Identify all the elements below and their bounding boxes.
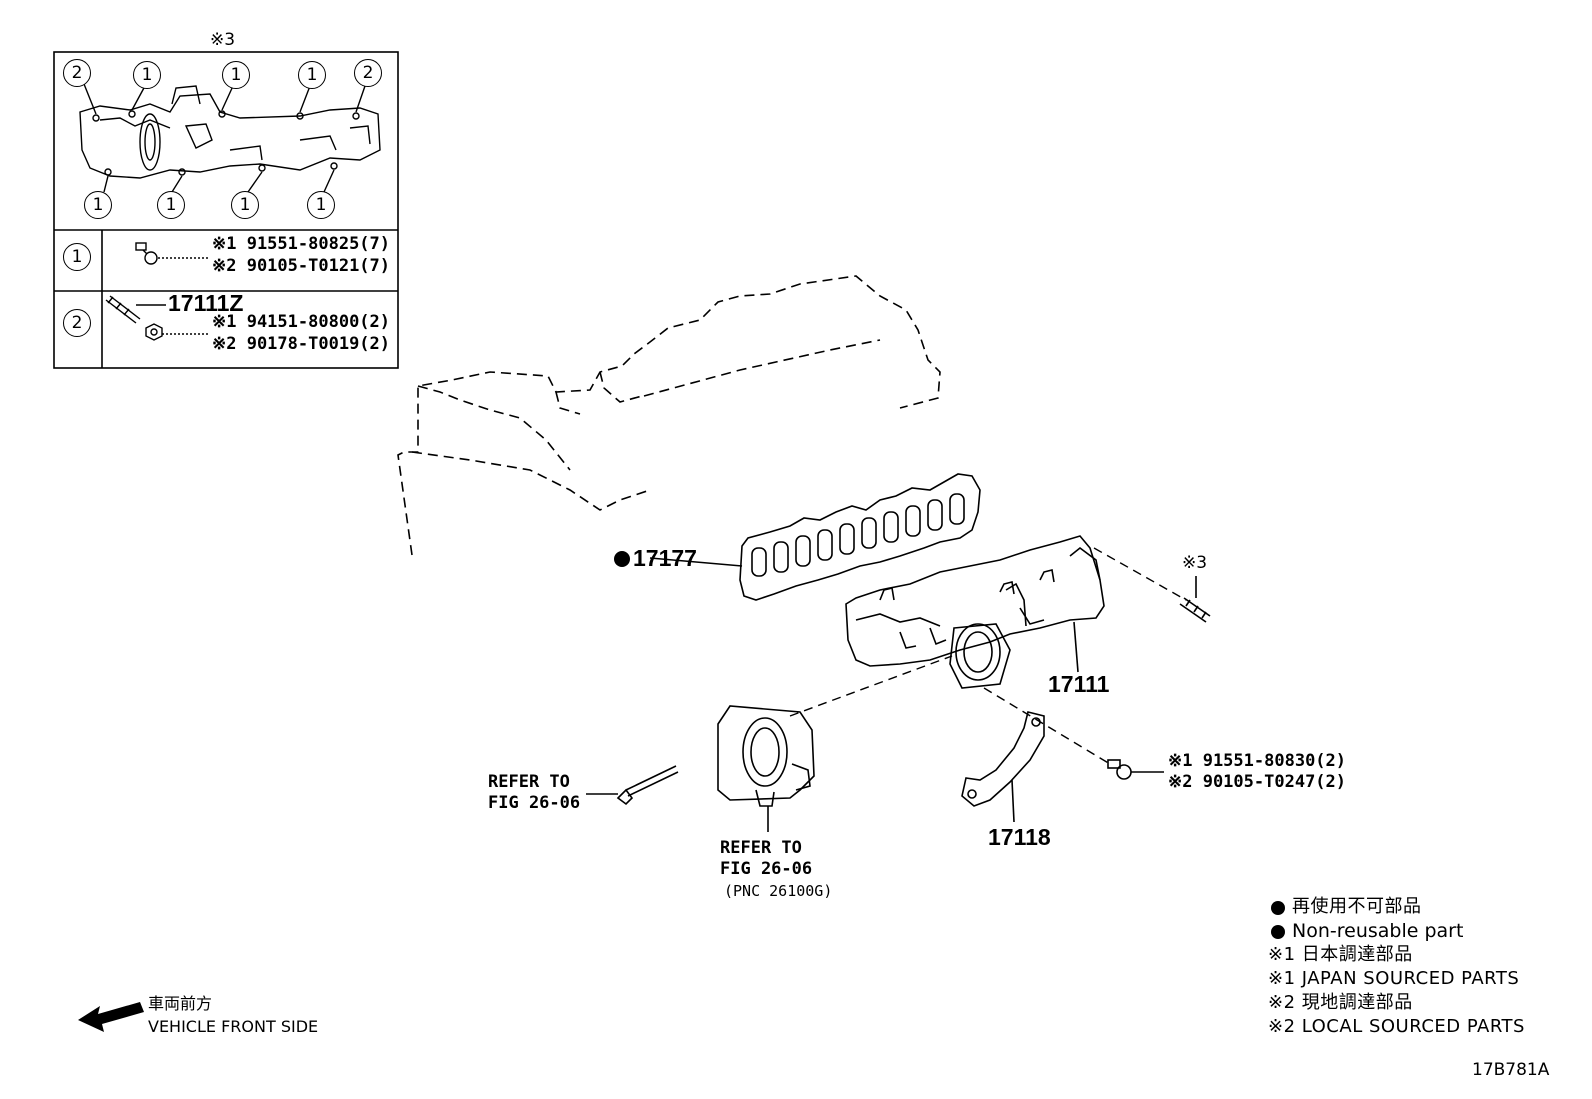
throttle-body-drawing bbox=[717, 705, 815, 832]
legend-item-1: 再使用不可部品 bbox=[1292, 896, 1422, 917]
refer-left-line-1: REFER TO bbox=[488, 772, 570, 792]
refer-bottom-line-1: REFER TO bbox=[720, 838, 802, 858]
inset-table bbox=[53, 51, 399, 369]
legend-item-6: ※2 LOCAL SOURCED PARTS bbox=[1268, 1016, 1525, 1037]
inset-row-2-stud-number: 17111Z bbox=[168, 290, 244, 316]
bolt-icon bbox=[135, 242, 158, 265]
refer-left-line-2: FIG 26-06 bbox=[488, 793, 581, 813]
legend-dot-2 bbox=[1271, 925, 1285, 939]
refer-bottom-line-2: FIG 26-06 bbox=[720, 859, 813, 879]
inset-row-1-key: 1 bbox=[63, 243, 91, 271]
legend-item-2: Non-reusable part bbox=[1292, 920, 1464, 942]
front-arrow-icon bbox=[78, 1002, 144, 1032]
bolt-line-1: ※1 91551-80830(2) bbox=[1168, 751, 1347, 771]
inset-callout-bottom-3: 1 bbox=[231, 191, 259, 219]
long-bolt-drawing bbox=[586, 765, 679, 806]
inset-row-2-line-2: ※2 90178-T0019(2) bbox=[212, 334, 391, 354]
inset-manifold-drawing bbox=[79, 83, 381, 193]
nut-icon bbox=[145, 323, 163, 341]
bracket-part-number: 17118 bbox=[988, 824, 1051, 850]
front-side-jp: 車両前方 bbox=[148, 994, 213, 1013]
inset-callout-bottom-4: 1 bbox=[307, 191, 335, 219]
refer-bottom-line-3: (PNC 26100G) bbox=[724, 882, 833, 900]
legend-dot-1 bbox=[1271, 901, 1285, 915]
bolt-drawing bbox=[1107, 759, 1164, 780]
stud-note-mark: ※3 bbox=[1182, 553, 1208, 573]
inset-row-2-line-1: ※1 94151-80800(2) bbox=[212, 312, 391, 332]
inset-callout-top-5: 2 bbox=[354, 59, 382, 87]
inset-callout-top-1: 2 bbox=[63, 59, 91, 87]
figure-id: 17B781A bbox=[1472, 1060, 1550, 1080]
front-side-en: VEHICLE FRONT SIDE bbox=[148, 1017, 319, 1036]
inset-hardware bbox=[105, 242, 208, 341]
assembly-center-lines bbox=[789, 547, 1187, 765]
inset-callout-top-4: 1 bbox=[298, 61, 326, 89]
intake-manifold-drawing bbox=[845, 535, 1105, 689]
inset-row-1-line-2: ※2 90105-T0121(7) bbox=[212, 256, 391, 276]
inset-callout-top-2: 1 bbox=[133, 61, 161, 89]
bracket-drawing bbox=[961, 711, 1045, 823]
gasket-part-number: 17177 bbox=[633, 545, 697, 571]
legend-item-5: ※2 現地調達部品 bbox=[1268, 992, 1413, 1013]
inset-row-2-key: 2 bbox=[63, 309, 91, 337]
manifold-part-number: 17111 bbox=[1048, 671, 1110, 697]
engine-outline bbox=[397, 275, 941, 556]
legend-item-4: ※1 JAPAN SOURCED PARTS bbox=[1268, 968, 1520, 989]
inset-row-1-line-1: ※1 91551-80825(7) bbox=[212, 234, 391, 254]
non-reusable-dot bbox=[614, 551, 630, 567]
inset-callout-bottom-2: 1 bbox=[157, 191, 185, 219]
bolt-line-2: ※2 90105-T0247(2) bbox=[1168, 772, 1347, 792]
gasket-drawing bbox=[649, 473, 981, 601]
inset-callout-bottom-1: 1 bbox=[84, 191, 112, 219]
inset-callout-top-3: 1 bbox=[222, 61, 250, 89]
stud-drawing bbox=[1179, 576, 1211, 623]
legend-item-3: ※1 日本調達部品 bbox=[1268, 944, 1413, 965]
inset-note-mark: ※3 bbox=[210, 30, 236, 50]
stud-icon bbox=[105, 295, 141, 324]
